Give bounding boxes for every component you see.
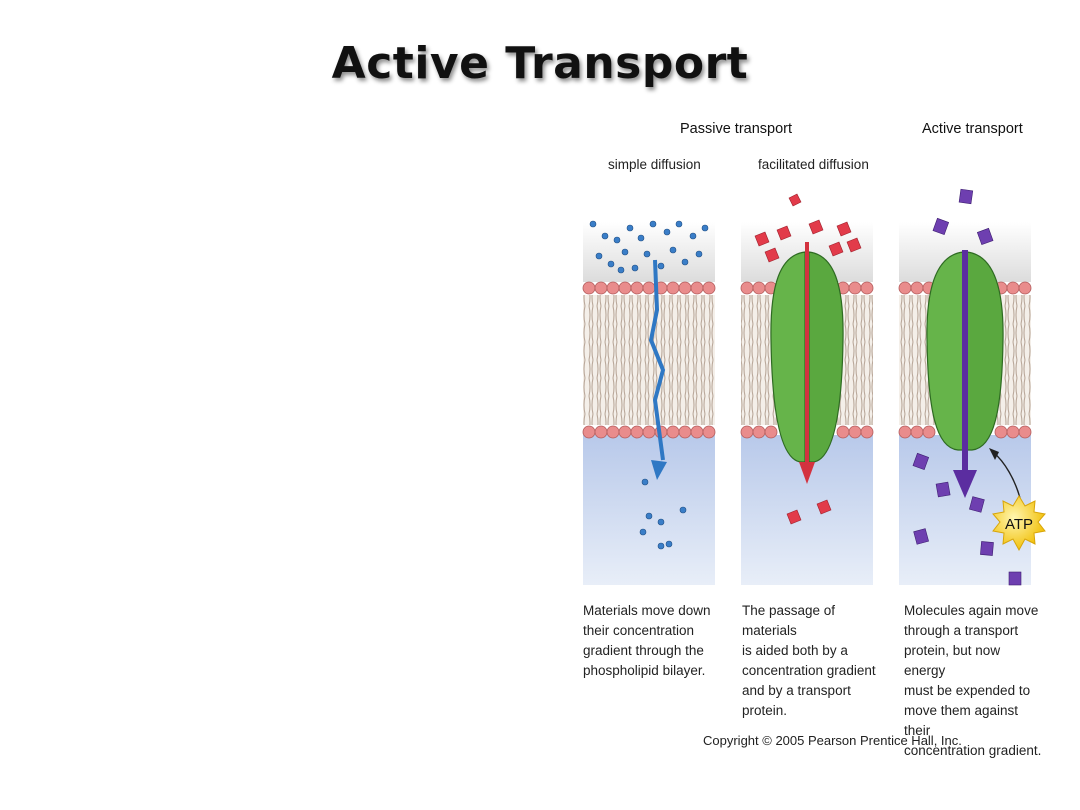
lipid-heads-top bbox=[582, 281, 716, 295]
active-transport-heading: Active transport bbox=[922, 121, 1023, 137]
active-transport-panel: ATP bbox=[898, 188, 1046, 586]
simple-diffusion-panel bbox=[582, 220, 716, 585]
atp-label: ATP bbox=[1005, 516, 1033, 533]
simple-diffusion-caption: Materials move down their concentration … bbox=[583, 603, 711, 678]
active-molecules bbox=[912, 188, 1022, 586]
passive-transport-heading: Passive transport bbox=[680, 121, 793, 137]
slide-title: Active Transport bbox=[331, 38, 749, 89]
atp-burst: ATP bbox=[992, 495, 1046, 552]
membrane-transport-figure: ATP bbox=[582, 188, 1046, 586]
facilitated-diffusion-label: facilitated diffusion bbox=[758, 157, 869, 172]
lipid-heads-bottom bbox=[582, 425, 716, 439]
active-transport-caption: Molecules again move through a transport… bbox=[904, 603, 1042, 758]
facilitated-diffusion-panel bbox=[740, 193, 874, 585]
transport-protein bbox=[770, 251, 844, 463]
copyright-notice: Copyright © 2005 Pearson Prentice Hall, … bbox=[703, 733, 962, 748]
diffusion-path-arrow bbox=[648, 259, 666, 461]
simple-molecules bbox=[589, 220, 709, 550]
simple-diffusion-label: simple diffusion bbox=[608, 157, 701, 172]
facilitated-diffusion-caption: The passage of materials is aided both b… bbox=[742, 603, 876, 718]
facilitated-molecules bbox=[754, 193, 862, 525]
transport-protein-active bbox=[926, 251, 1004, 451]
